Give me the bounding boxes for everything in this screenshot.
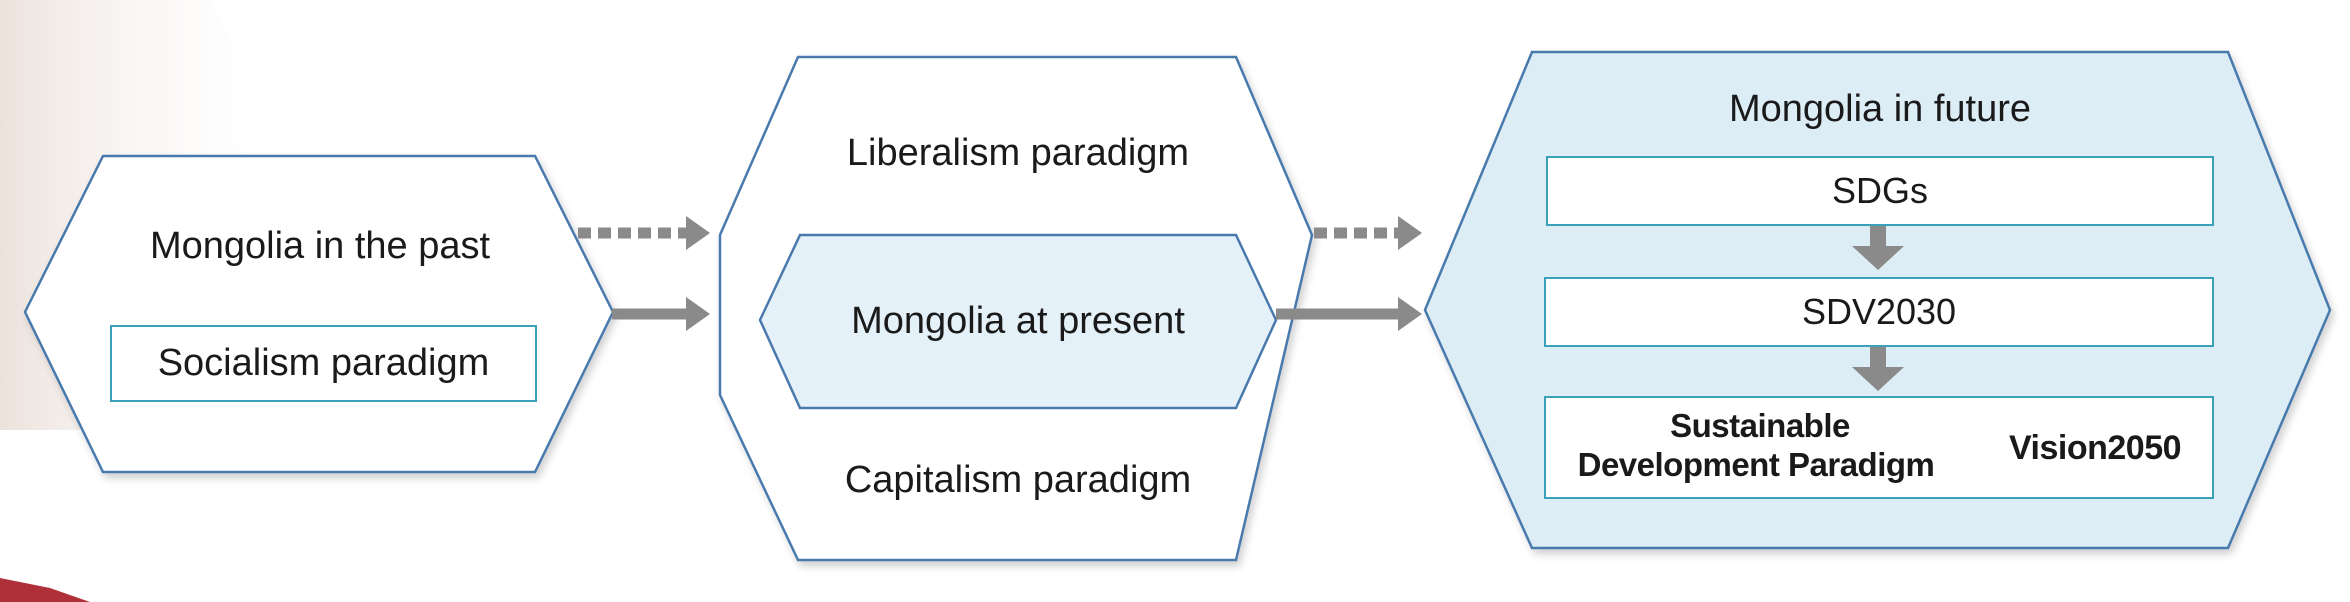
sdv2030-box — [1544, 277, 2214, 347]
future-title: Mongolia in future — [1728, 87, 2032, 130]
sustainable-label-line2: Development Paradigm — [1577, 446, 1935, 483]
dotted-arrow-present-to-future — [1314, 216, 1422, 250]
sustainable-development-paradigm-box — [1544, 396, 2214, 499]
sdgs-label: SDGs — [1831, 170, 1928, 211]
solid-arrow-past-to-present — [612, 297, 710, 331]
socialism-paradigm-box — [110, 325, 537, 402]
sdv2030-label: SDV2030 — [1801, 291, 1957, 332]
vision2050-label: Vision2050 — [2008, 428, 2182, 467]
capitalism-paradigm-label: Capitalism paradigm — [844, 458, 1192, 501]
corner-accent — [0, 578, 90, 602]
past-hexagon — [23, 154, 615, 474]
present-inner-hexagon — [758, 233, 1278, 410]
liberalism-paradigm-label: Liberalism paradigm — [846, 131, 1190, 174]
arrow-sdgs-to-sdv2030 — [1852, 226, 1904, 270]
sustainable-label-line1: Sustainable — [1670, 407, 1850, 444]
sdgs-box — [1546, 156, 2214, 226]
solid-arrow-present-to-future — [1276, 297, 1422, 331]
present-title: Mongolia at present — [851, 299, 1185, 342]
socialism-paradigm-label: Socialism paradigm — [157, 342, 490, 384]
dotted-arrow-past-to-present — [578, 216, 710, 250]
past-title: Mongolia in the past — [149, 224, 491, 267]
arrow-sdv2030-to-paradigm — [1852, 347, 1904, 391]
